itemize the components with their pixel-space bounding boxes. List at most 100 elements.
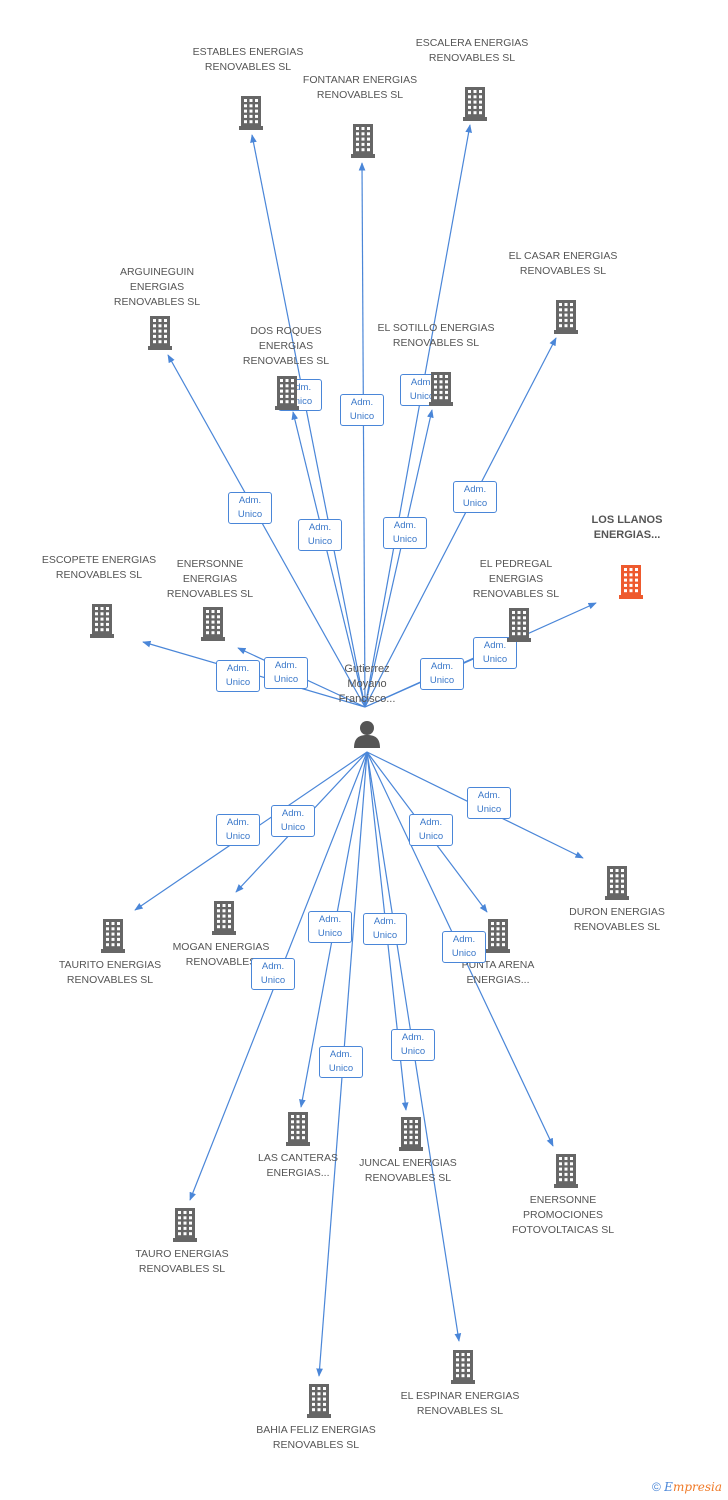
edge-escalera — [364, 124, 472, 708]
company-label-mogan[interactable]: MOGAN ENERGIAS RENOVABLES — [172, 941, 270, 968]
company-label-fontanar[interactable]: FONTANAR ENERGIAS RENOVABLES SL — [302, 74, 418, 101]
company-label-los-llanos[interactable]: LOS LLANOS ENERGIAS... — [591, 514, 663, 541]
role-badge[interactable]: Adm.Unico — [298, 519, 342, 551]
role-badge-line: Adm. — [238, 495, 262, 506]
role-badge[interactable]: Adm.Unico — [420, 658, 464, 690]
company-label-bahia-feliz[interactable]: BAHIA FELIZ ENERGIAS RENOVABLES SL — [256, 1424, 376, 1451]
building-icon[interactable] — [605, 866, 629, 905]
role-badge-line: Adm. — [288, 382, 312, 393]
role-badge-line: Unico — [260, 975, 286, 986]
edge-arguineguin — [167, 354, 366, 708]
company-label-estables[interactable]: ESTABLES ENERGIAS RENOVABLES SL — [192, 46, 304, 73]
company-label-las-canteras[interactable]: LAS CANTERAS ENERGIAS... — [258, 1152, 338, 1179]
company-label-tauro[interactable]: TAURO ENERGIAS RENOVABLES SL — [135, 1248, 229, 1275]
role-badge-line: Unico — [317, 928, 343, 939]
company-label-el-casar[interactable]: EL CASAR ENERGIAS RENOVABLES SL — [508, 250, 618, 277]
building-icon[interactable] — [101, 919, 125, 958]
building-icon[interactable] — [429, 372, 453, 411]
role-badge[interactable]: Adm.Unico — [363, 913, 407, 945]
role-badge[interactable]: Adm. Unico — [216, 660, 260, 692]
role-badge-line: Unico — [280, 822, 306, 833]
role-badge[interactable]: Adm. Unico — [264, 657, 308, 689]
role-badge-line: Adm. — [393, 520, 417, 531]
role-badge[interactable]: Adm. Unico — [340, 394, 384, 426]
role-badge-line: Unico — [429, 675, 455, 686]
person-label[interactable]: Gutierrez Moyano Francisco... — [338, 663, 396, 705]
brand-logo: Empresia — [664, 1480, 722, 1494]
edge-fontanar — [358, 162, 366, 708]
role-badge-line: Adm. — [226, 663, 250, 674]
company-label-el-pedregal[interactable]: EL PEDREGAL ENERGIAS RENOVABLES SL — [472, 558, 560, 600]
person-icon[interactable] — [353, 720, 381, 753]
company-label-el-sotillo[interactable]: EL SOTILLO ENERGIAS RENOVABLES SL — [377, 322, 495, 349]
role-badge-line: Unico — [451, 948, 477, 959]
role-badge-line: Unico — [482, 654, 508, 665]
role-badge[interactable]: Adm. Unico — [319, 1046, 363, 1078]
role-badge[interactable]: Adm.Unico — [271, 805, 315, 837]
building-icon[interactable] — [451, 1350, 475, 1389]
company-label-escopete[interactable]: ESCOPETE ENERGIAS RENOVABLES SL — [41, 554, 157, 581]
role-badge-line: Adm. — [463, 484, 487, 495]
role-badge-line: Unico — [392, 534, 418, 545]
company-label-escalera[interactable]: ESCALERA ENERGIAS RENOVABLES SL — [415, 37, 529, 64]
building-icon[interactable] — [148, 316, 172, 355]
edge-el-sotillo — [364, 409, 434, 708]
company-label-enersonne-promociones[interactable]: ENERSONNE PROMOCIONES FOTOVOLTAICAS SL — [511, 1194, 615, 1236]
building-icon[interactable] — [286, 1112, 310, 1151]
role-badge[interactable]: Adm. Unico — [251, 958, 295, 990]
role-badge[interactable]: Adm.Unico — [442, 931, 486, 963]
building-icon[interactable] — [351, 124, 375, 163]
role-badge[interactable]: Adm. Unico — [228, 492, 272, 524]
building-icon[interactable] — [507, 608, 531, 647]
company-label-el-espinar[interactable]: EL ESPINAR ENERGIAS RENOVABLES SL — [400, 1390, 520, 1417]
building-icon[interactable] — [619, 565, 643, 604]
role-badge-line: Unico — [349, 411, 375, 422]
role-badge-line: Adm. — [410, 377, 434, 388]
building-icon[interactable] — [212, 901, 236, 940]
building-icon[interactable] — [554, 300, 578, 339]
role-badge[interactable]: Adm.Unico — [308, 911, 352, 943]
role-badge[interactable]: Adm. Unico — [383, 517, 427, 549]
building-icon[interactable] — [399, 1117, 423, 1156]
building-icon[interactable] — [554, 1154, 578, 1193]
role-badge-line: Unico — [476, 804, 502, 815]
building-icon[interactable] — [486, 919, 510, 958]
role-badge-line: Unico — [287, 396, 313, 407]
building-icon[interactable] — [239, 96, 263, 135]
role-badge-line: Unico — [273, 674, 299, 685]
building-icon[interactable] — [275, 376, 299, 415]
role-badge[interactable]: Adm.Unico — [216, 814, 260, 846]
role-badge-line: Adm. — [373, 916, 397, 927]
building-icon[interactable] — [201, 607, 225, 646]
role-badge-line: Unico — [418, 831, 444, 842]
role-badge-line: Adm. — [261, 961, 285, 972]
role-badge-line: Adm. — [350, 397, 374, 408]
role-badge-line: Adm. — [329, 1049, 353, 1060]
company-label-dos-roques[interactable]: DOS ROQUES ENERGIAS RENOVABLES SL — [242, 325, 330, 367]
role-badge-line: Adm. — [401, 1032, 425, 1043]
company-label-juncal[interactable]: JUNCAL ENERGIAS RENOVABLES SL — [359, 1157, 457, 1184]
role-badge-line: Unico — [237, 509, 263, 520]
role-badge[interactable]: Adm. Unico — [391, 1029, 435, 1061]
building-icon[interactable] — [463, 87, 487, 126]
role-badge[interactable]: Adm. Unico — [453, 481, 497, 513]
building-icon[interactable] — [90, 604, 114, 643]
company-label-enersonne[interactable]: ENERSONNE ENERGIAS RENOVABLES SL — [166, 558, 254, 600]
company-label-duron[interactable]: DURON ENERGIAS RENOVABLES SL — [569, 906, 665, 933]
role-badge-line: Unico — [328, 1063, 354, 1074]
footer-brand[interactable]: © Empresia — [652, 1480, 722, 1494]
role-badge-line: Adm. — [274, 660, 298, 671]
building-icon[interactable] — [307, 1384, 331, 1423]
role-badge-line: Unico — [225, 677, 251, 688]
company-label-taurito[interactable]: TAURITO ENERGIAS RENOVABLES SL — [58, 959, 162, 986]
role-badge-line: Unico — [400, 1046, 426, 1057]
role-badge[interactable]: Adm.Unico — [473, 637, 517, 669]
role-badge[interactable]: Adm. Unico — [409, 814, 453, 846]
role-badge-line: Unico — [462, 498, 488, 509]
role-badge-line: Adm. — [226, 817, 250, 828]
edge-estables — [250, 134, 366, 708]
company-label-arguineguin[interactable]: ARGUINEGUIN ENERGIAS RENOVABLES SL — [113, 266, 201, 308]
role-badge[interactable]: Adm.Unico — [467, 787, 511, 819]
role-badge-line: Adm. — [419, 817, 443, 828]
building-icon[interactable] — [173, 1208, 197, 1247]
